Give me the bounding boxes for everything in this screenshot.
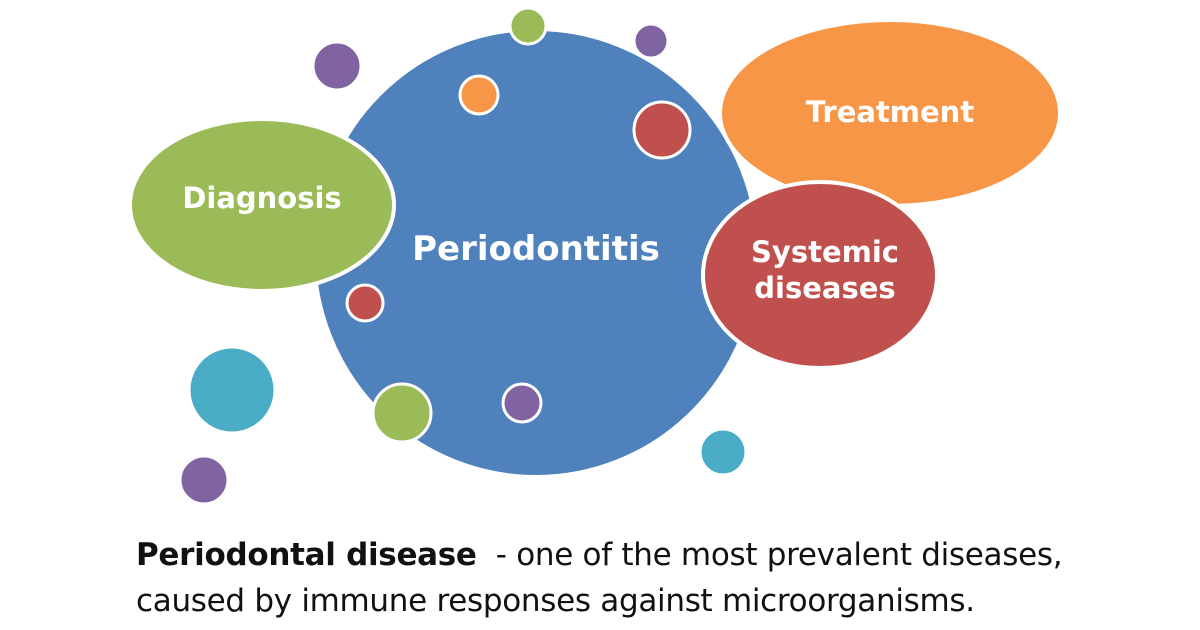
periodontitis-label: Periodontitis (412, 229, 660, 269)
systemic-diseases-ellipse (701, 180, 939, 370)
systemic-label-line2: diseases (754, 271, 896, 306)
diagnosis-ellipse (128, 117, 396, 293)
dot-red-inner-left (345, 283, 385, 323)
dot-purple-top-left (311, 40, 363, 92)
dot-teal-left (187, 345, 277, 435)
caption-line1-rest: - one of the most prevalent diseases, (476, 537, 1063, 573)
dot-green-top (508, 6, 548, 46)
dot-purple-bottom-left (178, 454, 230, 506)
treatment-label: Treatment (805, 95, 975, 129)
caption-term: Periodontal disease (136, 537, 477, 573)
dot-green-bottom (371, 382, 433, 444)
dot-purple-inner-bottom (501, 382, 543, 424)
caption-line1: Periodontal disease - one of the most pr… (136, 532, 1166, 578)
caption: Periodontal disease - one of the most pr… (136, 532, 1166, 624)
diagnosis-label: Diagnosis (182, 181, 342, 215)
dot-orange-inner (458, 74, 500, 116)
dot-purple-top-right (632, 22, 670, 60)
caption-line2: caused by immune responses against micro… (136, 583, 975, 619)
systemic-label-line1: Systemic (751, 235, 899, 269)
dot-red-inner-top (632, 100, 692, 160)
dot-teal-bottom-right (698, 427, 748, 477)
systemic-diseases-label: Systemic diseases (729, 234, 921, 307)
